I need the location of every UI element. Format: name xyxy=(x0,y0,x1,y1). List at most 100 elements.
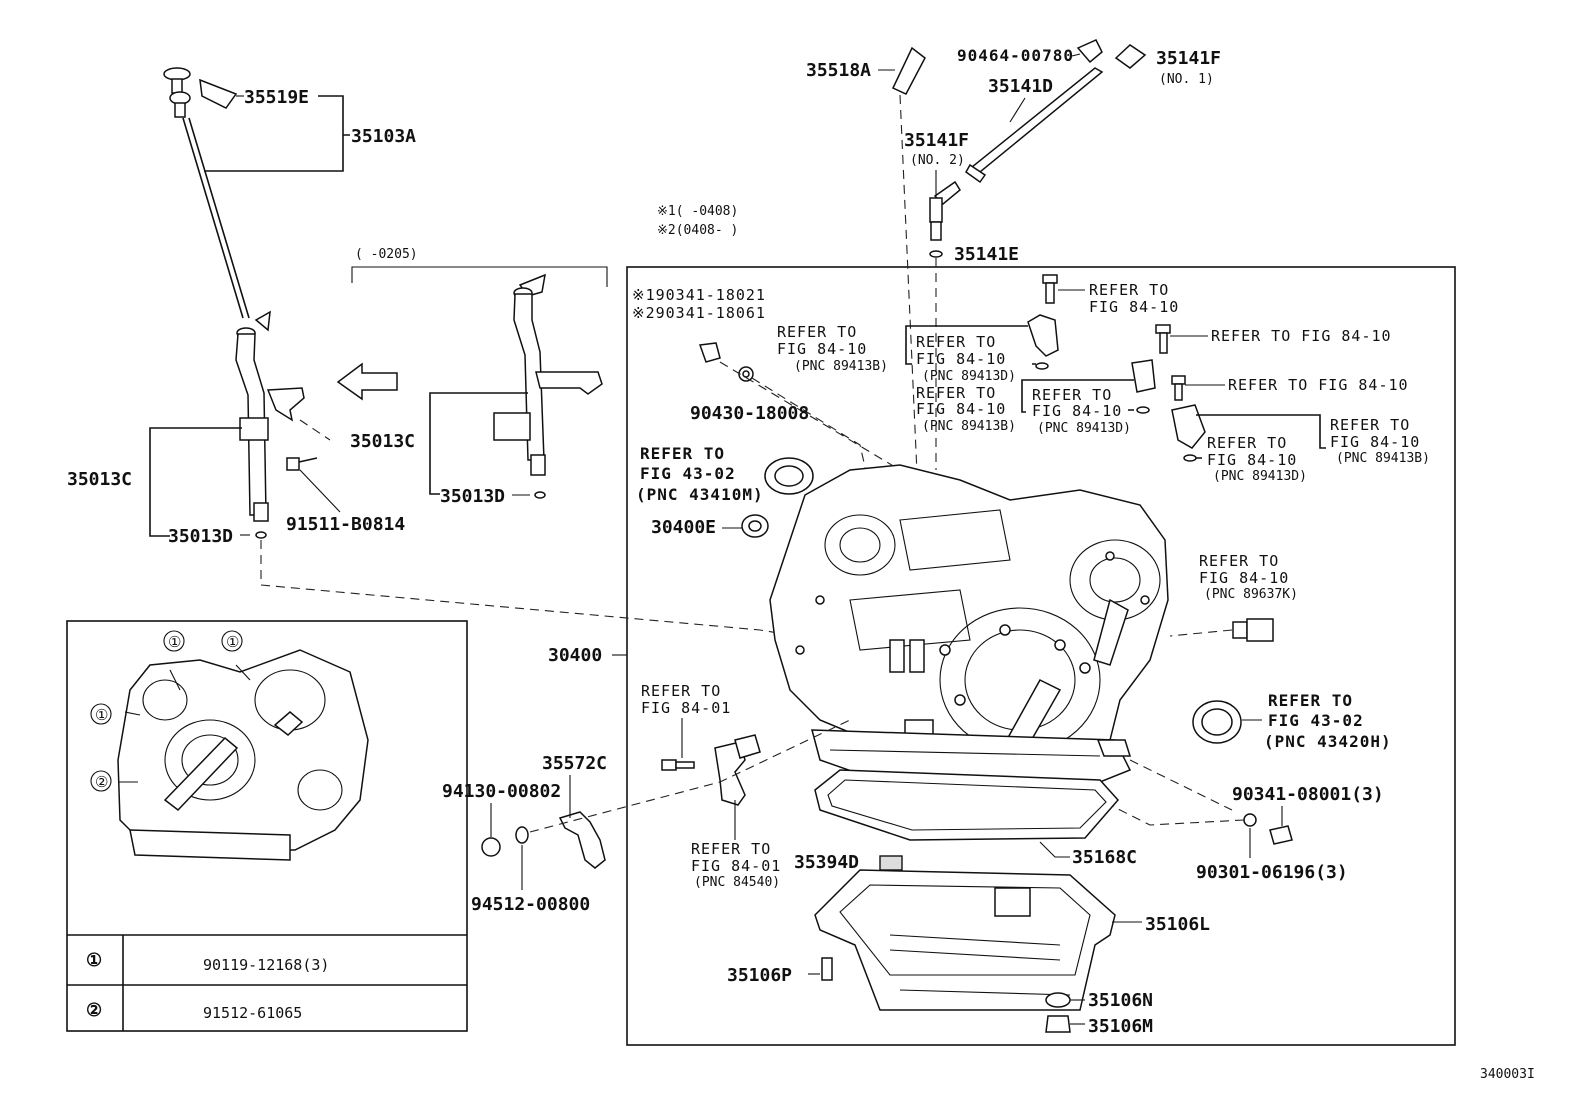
label-35103A: 35103A xyxy=(351,126,416,147)
label-35106M: 35106M xyxy=(1088,1016,1153,1037)
label-35141D: 35141D xyxy=(988,76,1053,97)
ref3-a: REFER TO xyxy=(916,333,996,351)
leader-35168C xyxy=(1039,841,1070,858)
dash-ref11 xyxy=(1169,629,1233,637)
ref14-a: REFER TO xyxy=(691,840,771,858)
label-35013C-left: 35013C xyxy=(67,469,132,490)
inset-callout-1b xyxy=(221,630,243,652)
bracket-ref6-7 xyxy=(1021,379,1134,413)
ref12-b: FIG 84-01 xyxy=(641,699,731,717)
oil-filler-tube-mid xyxy=(493,273,603,499)
ref8-b: FIG 84-10 xyxy=(1330,433,1420,451)
ref10-b: FIG 43-02 xyxy=(640,464,736,483)
ref14-b: FIG 84-01 xyxy=(691,857,781,875)
gasket-inner xyxy=(827,779,1107,831)
label-35141F-2: 35141F xyxy=(904,130,969,151)
pan-ribs xyxy=(889,934,1071,996)
dipstick-illustration xyxy=(163,67,250,319)
bracket-ref2-3 xyxy=(905,325,1036,365)
ref9-c: (PNC 89413D) xyxy=(1213,469,1307,484)
label-35013D-left: 35013D xyxy=(168,526,233,547)
label-90430: 90430-18008 xyxy=(690,403,809,424)
leader-90464 xyxy=(1071,53,1081,57)
inset-callout-1a-text: ① xyxy=(168,633,181,651)
note-ref-b: ※290341-18061 xyxy=(632,304,766,322)
ref11-a: REFER TO xyxy=(1199,552,1279,570)
label-35518A: 35518A xyxy=(806,60,871,81)
oil-pan-inner xyxy=(839,884,1091,976)
inset-row2-part: 91512-61065 xyxy=(203,1004,302,1022)
label-35572C: 35572C xyxy=(542,753,607,774)
ref13-a: REFER TO xyxy=(1268,691,1353,710)
dash-breather xyxy=(899,94,937,541)
right-oil-seal xyxy=(1192,700,1293,845)
ref2-b: FIG 84-10 xyxy=(777,340,867,358)
transaxle-assembly xyxy=(769,464,1169,791)
label-94130: 94130-00802 xyxy=(442,781,561,802)
ref10-a: REFER TO xyxy=(640,444,725,463)
left-bolts xyxy=(698,342,814,538)
label-35013D-mid: 35013D xyxy=(440,486,505,507)
dash-sensor xyxy=(529,719,851,833)
ref1-a: REFER TO xyxy=(1089,281,1169,299)
inset-row1-mark: ① xyxy=(86,950,102,971)
range-bracket xyxy=(351,266,608,287)
inset-callout-1c-text: ① xyxy=(95,706,108,724)
ref6-a: REFER TO xyxy=(916,384,996,402)
label-no2: (NO. 2) xyxy=(910,153,965,168)
dash-tube-to-trans xyxy=(260,540,851,646)
oil-filler-tube-left xyxy=(235,310,318,539)
ref8-a: REFER TO xyxy=(1330,416,1410,434)
direction-arrow xyxy=(336,362,398,401)
bolt-35106P xyxy=(821,957,833,981)
inset-callout-1a xyxy=(163,630,185,652)
ref2-a: REFER TO xyxy=(777,323,857,341)
diagram-id: 340003I xyxy=(1480,1067,1535,1082)
inset-callout-2 xyxy=(90,770,112,792)
ref7-a: REFER TO xyxy=(1032,386,1112,404)
label-35106P: 35106P xyxy=(727,965,792,986)
ref2-c: (PNC 89413B) xyxy=(794,359,888,374)
inset-frame xyxy=(66,620,468,1032)
ref5: REFER TO FIG 84-10 xyxy=(1228,376,1409,394)
label-35141F-1: 35141F xyxy=(1156,48,1221,69)
inset-callout-1c xyxy=(90,703,112,725)
ref3-b: FIG 84-10 xyxy=(916,350,1006,368)
gasket-35106N xyxy=(1045,992,1071,1008)
inset-table-lines xyxy=(67,934,467,1031)
label-35141E: 35141E xyxy=(954,244,1019,265)
bracket-35013C-mid xyxy=(429,392,528,495)
bracket-range-note: ( -0205) xyxy=(355,247,418,262)
note-ref-a: ※190341-18021 xyxy=(632,286,766,304)
label-35519E: 35519E xyxy=(244,87,309,108)
label-30400E: 30400E xyxy=(651,517,716,538)
inset-transaxle xyxy=(117,649,369,861)
oil-pan-35106L xyxy=(814,869,1116,1011)
ref14-c: (PNC 84540) xyxy=(694,875,780,890)
inset-row1-part: 90119-12168(3) xyxy=(203,956,329,974)
ref11-b: FIG 84-10 xyxy=(1199,569,1289,587)
main-frame xyxy=(626,266,1456,1046)
ref11-c: (PNC 89637K) xyxy=(1204,587,1298,602)
bracket-35013C-left xyxy=(149,427,242,537)
label-90301: 90301-06196(3) xyxy=(1196,862,1348,883)
ref12-a: REFER TO xyxy=(641,682,721,700)
note-1: ※1( -0408) xyxy=(657,204,738,219)
oil-strainer xyxy=(994,887,1031,917)
bracket-ref8-9 xyxy=(1196,414,1326,459)
breather-parts xyxy=(891,39,1147,258)
ref9-b: FIG 84-10 xyxy=(1207,451,1297,469)
label-35013C-mid: 35013C xyxy=(350,431,415,452)
dash-91511 xyxy=(299,419,331,441)
label-no1: (NO. 1) xyxy=(1159,72,1214,87)
ref7-c: (PNC 89413D) xyxy=(1037,421,1131,436)
note-2: ※2(0408- ) xyxy=(657,223,738,238)
label-90341: 90341-08001(3) xyxy=(1232,784,1384,805)
ref13-c: (PNC 43420H) xyxy=(1264,732,1392,751)
label-35394D: 35394D xyxy=(794,852,859,873)
ref13-b: FIG 43-02 xyxy=(1268,711,1364,730)
label-35106L: 35106L xyxy=(1145,914,1210,935)
inset-row2-mark: ② xyxy=(86,1000,102,1021)
label-94512: 94512-00800 xyxy=(471,894,590,915)
